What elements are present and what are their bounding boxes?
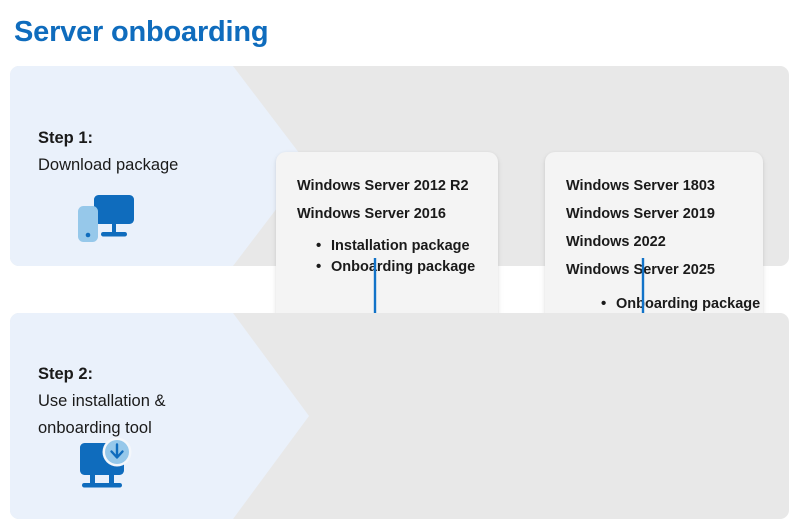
step-2-description-line-1: Use installation & [38, 392, 166, 410]
page-title: Server onboarding [14, 16, 269, 48]
os-version: Windows Server 2025 [566, 262, 715, 278]
os-version: Windows Server 2012 R2 [297, 178, 469, 194]
os-version: Windows 2022 [566, 234, 666, 250]
step-1-label: Step 1: [38, 129, 94, 147]
os-version: Windows Server 2019 [566, 206, 715, 222]
step-1-text-block: Step 1: Download package [38, 125, 178, 179]
step-1-description: Download package [38, 156, 179, 174]
os-version: Windows Server 2016 [297, 206, 446, 222]
monitor-download-icon [74, 437, 138, 500]
step-2-label: Step 2: [38, 365, 94, 383]
list-item: Onboarding package [314, 256, 475, 278]
step-2-description-line-2: onboarding tool [38, 419, 152, 437]
card-top-right-body: Windows Server 1803 Windows Server 2019 … [566, 172, 760, 315]
top-left-bullet-list: Installation package Onboarding package [314, 235, 475, 278]
step-2-text-block: Step 2: Use installation & onboarding to… [38, 361, 165, 442]
top-right-bullet-list: Onboarding package [599, 293, 760, 315]
list-item: Onboarding package [599, 293, 760, 315]
os-version: Windows Server 1803 [566, 178, 715, 194]
list-item: Installation package [314, 235, 475, 257]
step-2-band: Step 2: Use installation & onboarding to… [10, 313, 789, 519]
devices-monitor-phone-icon [74, 191, 138, 254]
card-servers-1803-2025: Windows Server 1803 Windows Server 2019 … [545, 152, 763, 324]
card-top-left-body: Windows Server 2012 R2 Windows Server 20… [297, 172, 475, 278]
step-1-band: Step 1: Download package Windows Server … [10, 66, 789, 324]
card-servers-2012-2016: Windows Server 2012 R2 Windows Server 20… [276, 152, 498, 324]
step-2-chevron-tip [233, 313, 309, 519]
